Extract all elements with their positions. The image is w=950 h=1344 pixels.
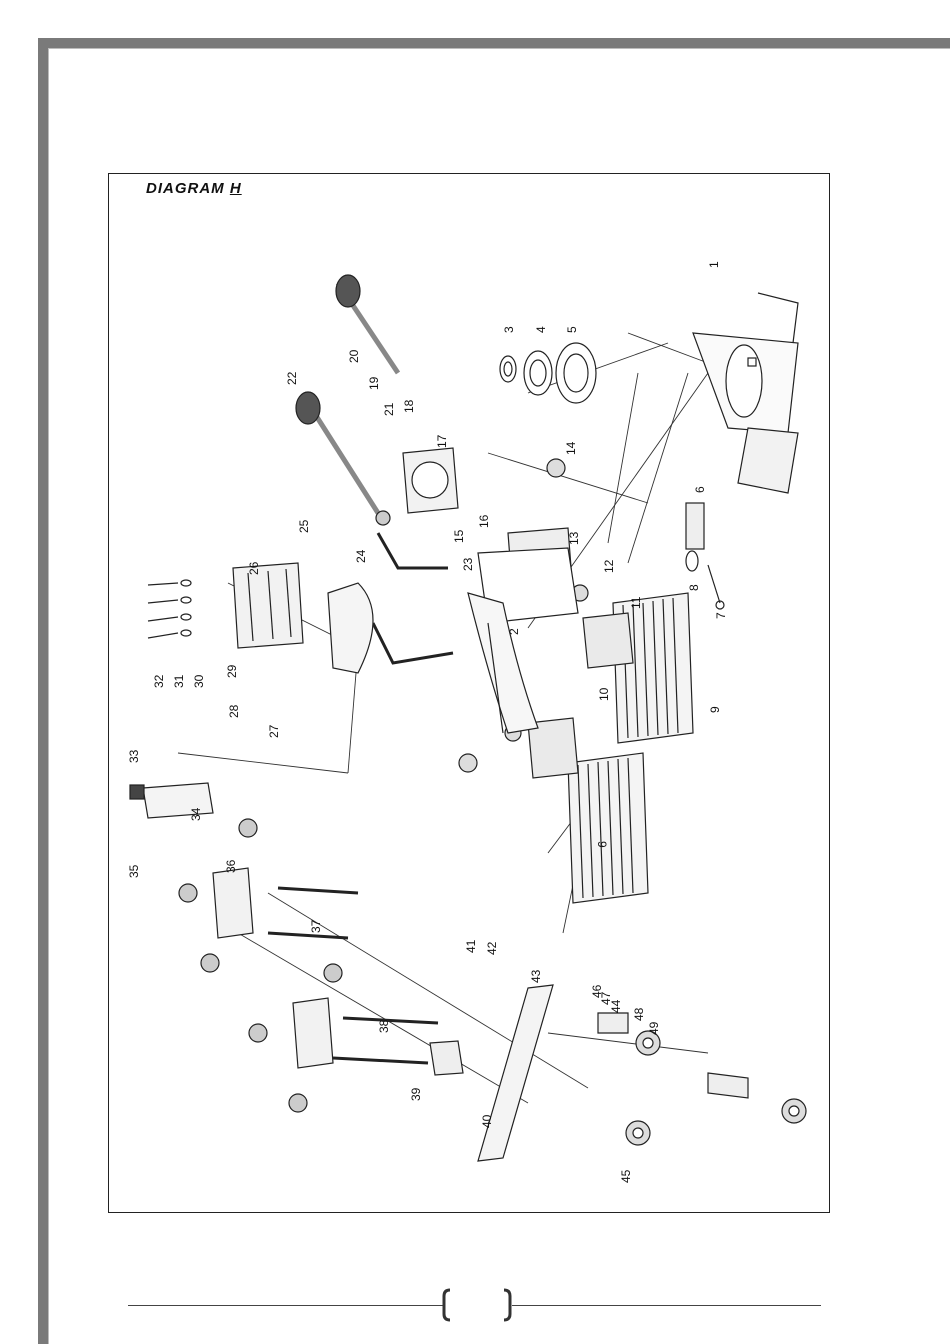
callout-label: 39 bbox=[409, 1087, 423, 1101]
callout-label: 45 bbox=[619, 1169, 633, 1183]
callout-label: 32 bbox=[152, 674, 166, 688]
part-17-meter bbox=[403, 448, 458, 513]
callout-label: 13 bbox=[567, 531, 581, 545]
callout-label: 36 bbox=[224, 859, 238, 873]
callout-label: 42 bbox=[485, 941, 499, 955]
casters bbox=[598, 1013, 806, 1145]
callout-label: 5 bbox=[565, 326, 579, 333]
callout-label: 28 bbox=[227, 704, 241, 718]
callout-label: 12 bbox=[602, 559, 616, 573]
callout-label: 27 bbox=[267, 724, 281, 738]
callout-label: 15 bbox=[452, 529, 466, 543]
part-24-plate bbox=[328, 583, 373, 673]
part-26-frame bbox=[233, 563, 303, 648]
callout-label: 43 bbox=[529, 969, 543, 983]
callout-label: 2 bbox=[507, 628, 521, 635]
part-39-43 bbox=[430, 985, 553, 1161]
footer-rule-right bbox=[512, 1305, 821, 1306]
callout-label: 40 bbox=[480, 1114, 494, 1128]
parts-6-7-8 bbox=[686, 503, 724, 609]
part-1-base-plate bbox=[693, 293, 798, 493]
callout-label: 14 bbox=[564, 441, 578, 455]
callout-label: 26 bbox=[247, 561, 261, 575]
page-frame-inner-left bbox=[48, 48, 49, 1344]
callout-label: 23 bbox=[461, 557, 475, 571]
callout-label: 7 bbox=[714, 612, 728, 619]
callout-label: 17 bbox=[435, 434, 449, 448]
callout-label: 3 bbox=[502, 326, 516, 333]
callout-label: 4 bbox=[534, 326, 548, 333]
callout-label: 29 bbox=[225, 664, 239, 678]
callout-label: 19 bbox=[367, 376, 381, 390]
callout-label: 37 bbox=[309, 919, 323, 933]
central-housing bbox=[468, 548, 578, 733]
callout-label: 1 bbox=[707, 261, 721, 268]
callout-label: 21 bbox=[382, 402, 396, 416]
page-frame-left bbox=[38, 38, 48, 1344]
callout-label: 30 bbox=[192, 674, 206, 688]
callout-label: 8 bbox=[687, 584, 701, 591]
page-number-bracket bbox=[438, 1288, 518, 1322]
part-15-handles bbox=[373, 533, 453, 663]
callout-label: 6 bbox=[693, 486, 707, 493]
callout-label: 9 bbox=[708, 706, 722, 713]
page-frame-top bbox=[38, 38, 950, 48]
callout-label: 38 bbox=[377, 1019, 391, 1033]
exploded-parts-drawing: 1 2 3 4 5 6 7 8 9 9 10 11 12 13 14 15 16… bbox=[108, 173, 830, 1213]
callout-label: 48 bbox=[632, 1007, 646, 1021]
callout-label: 22 bbox=[285, 371, 299, 385]
callout-label: 25 bbox=[297, 519, 311, 533]
callout-label: 35 bbox=[127, 864, 141, 878]
callout-label: 18 bbox=[402, 399, 416, 413]
callout-label: 34 bbox=[189, 807, 203, 821]
callout-label: 33 bbox=[127, 749, 141, 763]
callout-label: 10 bbox=[597, 687, 611, 701]
shafts bbox=[296, 275, 398, 525]
bolts-30-32 bbox=[148, 580, 191, 638]
part-9-ribbed-cover-b bbox=[568, 753, 648, 903]
rods-37-38 bbox=[268, 888, 438, 1063]
callout-label: 20 bbox=[347, 349, 361, 363]
page-frame-inner-top bbox=[48, 48, 950, 49]
callout-label: 31 bbox=[172, 674, 186, 688]
callout-label: 49 bbox=[647, 1021, 661, 1035]
part-36-brackets bbox=[179, 819, 342, 1112]
callout-label: 11 bbox=[629, 596, 643, 609]
footer-rule-left bbox=[128, 1305, 445, 1306]
callout-label: 41 bbox=[464, 939, 478, 953]
callout-label: 16 bbox=[477, 514, 491, 528]
parts-3-4-5-rings bbox=[500, 343, 596, 403]
callout-label: 9 bbox=[595, 841, 609, 848]
callout-label: 47 bbox=[599, 991, 613, 1005]
callout-label: 24 bbox=[354, 549, 368, 563]
